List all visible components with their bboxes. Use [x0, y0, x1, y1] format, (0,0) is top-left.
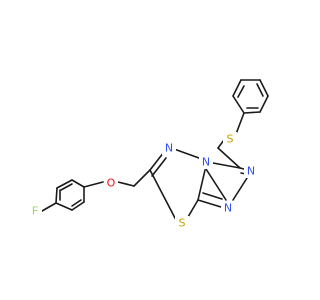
bond-33	[259, 95, 269, 113]
bond-layer	[41, 79, 269, 221]
bond-30	[232, 79, 242, 97]
triazole-nitrogen-label-1: N	[224, 202, 232, 215]
ether-oxygen-label: O	[107, 177, 116, 190]
atom-S2: S	[223, 132, 237, 146]
bond-21	[197, 199, 222, 208]
bond-22	[202, 192, 223, 200]
bond-12	[133, 169, 151, 187]
bond-16	[187, 199, 199, 218]
molecule-diagram: F O N N N N S	[28, 79, 269, 230]
bond-35	[237, 85, 245, 98]
bond-20	[212, 162, 241, 169]
bond-2	[56, 179, 73, 189]
atom-N3: N	[221, 201, 235, 215]
bond-3	[71, 179, 85, 188]
atom-F1: F	[28, 203, 42, 218]
bond-11	[117, 181, 135, 187]
structure-canvas: F O N N N N S	[28, 79, 269, 230]
bond-7	[60, 183, 73, 191]
atom-N2: N	[199, 155, 213, 169]
bond-8	[71, 199, 82, 207]
bridgehead-nitrogen-label: N	[202, 156, 210, 169]
atom-N4: N	[244, 164, 258, 178]
bond-15	[149, 169, 177, 221]
bond-0	[41, 202, 57, 212]
fluorine-label: F	[32, 205, 38, 218]
bond-14	[151, 157, 167, 177]
bond-6	[55, 202, 73, 211]
bond-36	[256, 83, 264, 97]
bond-1	[55, 187, 58, 204]
thioether-sulfur-label: S	[227, 133, 234, 146]
atom-O1: O	[104, 176, 118, 190]
thiadiazole-nitrogen-label: N	[165, 142, 173, 155]
bond-23	[232, 177, 248, 201]
bond-19	[205, 168, 227, 201]
bond-13	[149, 151, 165, 171]
atom-S1: S	[175, 216, 189, 230]
bond-29	[232, 95, 245, 114]
atom-label-layer: F O N N N N S	[28, 132, 258, 230]
bond-34	[243, 111, 261, 114]
bond-26	[217, 147, 241, 169]
atom-N1: N	[162, 141, 176, 155]
bond-5	[71, 201, 85, 211]
bond-10	[83, 181, 104, 188]
bond-28	[235, 112, 245, 135]
bond-32	[259, 79, 269, 97]
triazole-nitrogen-label-2: N	[247, 165, 255, 178]
bond-17	[173, 148, 200, 159]
bond-18	[197, 169, 206, 201]
thiadiazole-sulfur-label: S	[179, 217, 186, 230]
